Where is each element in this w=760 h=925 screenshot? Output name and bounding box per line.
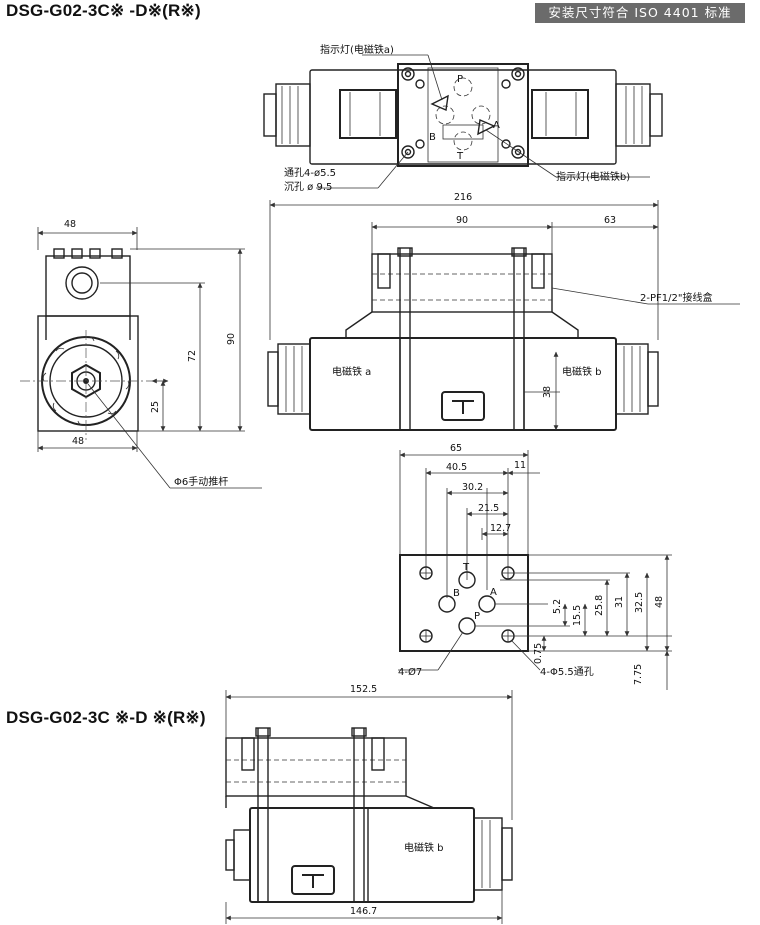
port-P-hole (458, 617, 476, 635)
port-B-hole (438, 595, 456, 613)
label-solenoid-b: 电磁铁 b (562, 365, 602, 378)
dim-side-72: 72 (187, 350, 198, 362)
dim-base-0-75: 0.75 (533, 643, 544, 664)
dim-side-48-top: 48 (64, 219, 76, 230)
dim-base-5-2: 5.2 (552, 599, 563, 614)
label-manual-push-rod: Φ6手动推杆 (174, 475, 228, 488)
dim-bottom-152-5: 152.5 (350, 684, 377, 695)
dim-base-32-5: 32.5 (634, 592, 645, 613)
top-knob-left (275, 83, 311, 147)
top-port-P: P (457, 74, 463, 85)
top-knob-right-cap (649, 93, 663, 137)
dim-base-65: 65 (450, 443, 462, 454)
top-port-B: B (429, 132, 436, 143)
bottom-variant-view: 152.5 电磁铁 b 146.7 (225, 684, 513, 924)
side-view: 48 48 90 72 25 Φ6 (20, 219, 262, 489)
dim-base-48: 48 (654, 596, 665, 608)
label-junction-box: 2-PF1/2"接线盒 (640, 291, 712, 304)
label-solenoid-b-bottom: 电磁铁 b (404, 841, 444, 854)
dim-bottom-146-7: 146.7 (350, 906, 377, 917)
iso-standard-badge: 安装尺寸符合 ISO 4401 标准 (535, 3, 745, 23)
port-A-hole (478, 595, 496, 613)
dim-front-38: 38 (542, 386, 553, 398)
mounting-face-view: 65 40.5 11 30.2 21.5 12.7 T B A P (398, 443, 672, 690)
dim-side-25: 25 (150, 401, 161, 413)
top-coil-b (531, 89, 589, 139)
dim-front-90: 90 (456, 215, 468, 226)
top-knob-right (615, 83, 651, 147)
dim-side-48-bottom: 48 (72, 436, 84, 447)
top-coil-a (339, 89, 397, 139)
dim-base-31: 31 (614, 596, 625, 608)
top-port-A: A (493, 120, 500, 131)
top-view: P T A B 指示灯(电磁铁a) 指示灯(电磁铁b) 通孔4-ø5.5 沉孔 … (263, 43, 663, 193)
dim-base-30-2: 30.2 (462, 482, 483, 493)
top-center-block (397, 63, 529, 167)
front-body (309, 337, 617, 431)
bottom-nameplate (291, 865, 335, 895)
dim-base-15-5: 15.5 (572, 605, 583, 626)
label-counterbore: 沉孔 ø 9.5 (284, 180, 332, 193)
front-nameplate (441, 391, 485, 421)
top-knob-left-cap (263, 93, 277, 137)
dim-front-216: 216 (454, 192, 472, 203)
port-T-hole (458, 571, 476, 589)
dim-base-11: 11 (514, 460, 526, 471)
dim-side-90: 90 (226, 333, 237, 345)
dim-base-12-7: 12.7 (490, 523, 511, 534)
mounting-plate (399, 554, 529, 652)
base-port-T: T (462, 562, 470, 573)
label-4-d55: 4-Φ5.5通孔 (540, 666, 594, 678)
model-title-bottom: DSG-G02-3C ※-D ※(R※) (6, 708, 206, 727)
model-title-top: DSG-G02-3C※ -D※(R※) (6, 1, 201, 20)
label-solenoid-a: 电磁铁 a (332, 365, 371, 378)
label-indicator-b: 指示灯(电磁铁b) (556, 170, 630, 183)
dim-base-7-75: 7.75 (633, 664, 644, 685)
bottom-body (249, 807, 475, 903)
dim-front-63: 63 (604, 215, 616, 226)
dim-base-40-5: 40.5 (446, 462, 467, 473)
top-port-T: T (456, 151, 464, 162)
base-port-B: B (453, 588, 460, 599)
base-port-P: P (474, 611, 480, 622)
indicator-a-icon (430, 94, 449, 112)
base-port-A: A (490, 587, 497, 598)
label-4-d7: 4-Ø7 (398, 666, 422, 678)
dim-base-25-8: 25.8 (594, 595, 605, 616)
front-view: 216 90 63 电磁铁 a 电磁铁 b 38 2-PF1/2"接 (267, 192, 740, 431)
indicator-b-icon (477, 118, 496, 136)
dim-base-21-5: 21.5 (478, 503, 499, 514)
label-through-hole: 通孔4-ø5.5 (284, 167, 336, 179)
label-indicator-a: 指示灯(电磁铁a) (320, 43, 394, 56)
